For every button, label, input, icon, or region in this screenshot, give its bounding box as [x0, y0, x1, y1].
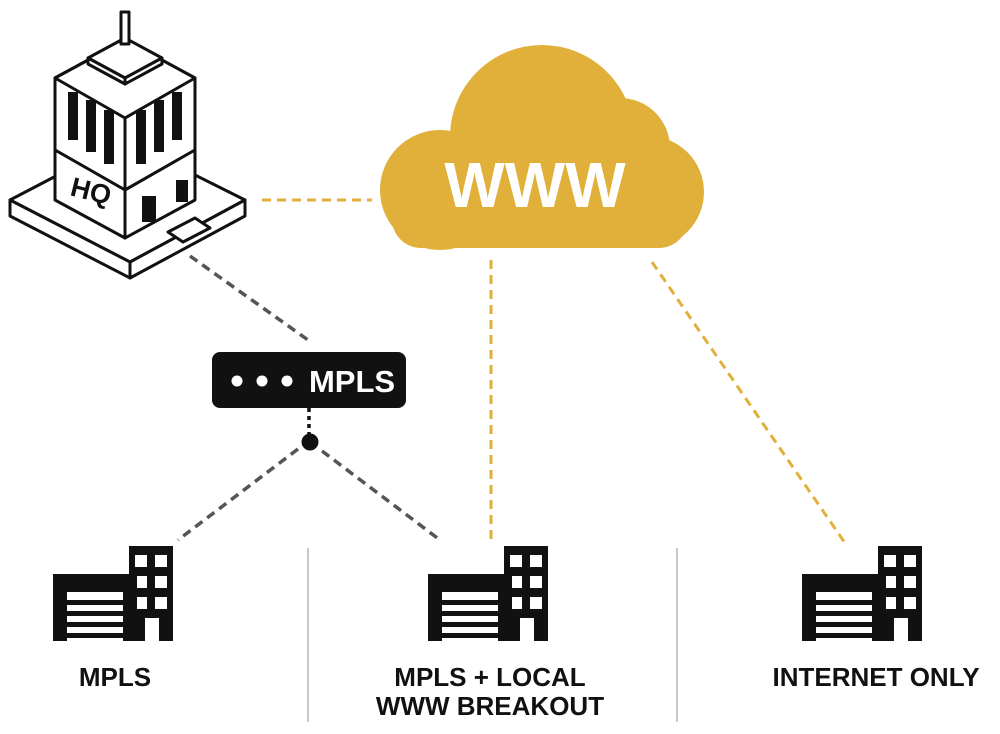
link-node-to-branch-mpls: [176, 447, 300, 542]
cloud-label: WWW: [444, 149, 626, 221]
branch-label-breakout-line2: WWW BREAKOUT: [376, 691, 604, 721]
branch-label-mpls: MPLS: [79, 662, 151, 692]
status-dot-1: [231, 375, 243, 387]
link-node-to-branch-breakout: [320, 449, 442, 542]
branch-building-icon: [802, 546, 922, 641]
status-dot-2: [256, 375, 268, 387]
status-dot-3: [281, 375, 293, 387]
mpls-router-icon: [212, 352, 406, 408]
branch-label-internet-only: INTERNET ONLY: [772, 662, 979, 692]
mpls-hub-label: MPLS: [309, 364, 395, 399]
branch-building-icon: [53, 546, 173, 641]
mpls-junction-node: [301, 433, 319, 451]
hq-skyscraper-icon: [8, 10, 247, 280]
link-hq-to-mpls: [188, 254, 310, 342]
cloud-icon: [380, 45, 704, 250]
branch-building-icon: [428, 546, 548, 641]
link-www-to-branch-internet: [650, 261, 847, 544]
branch-label-breakout-line1: MPLS + LOCAL: [394, 662, 586, 692]
